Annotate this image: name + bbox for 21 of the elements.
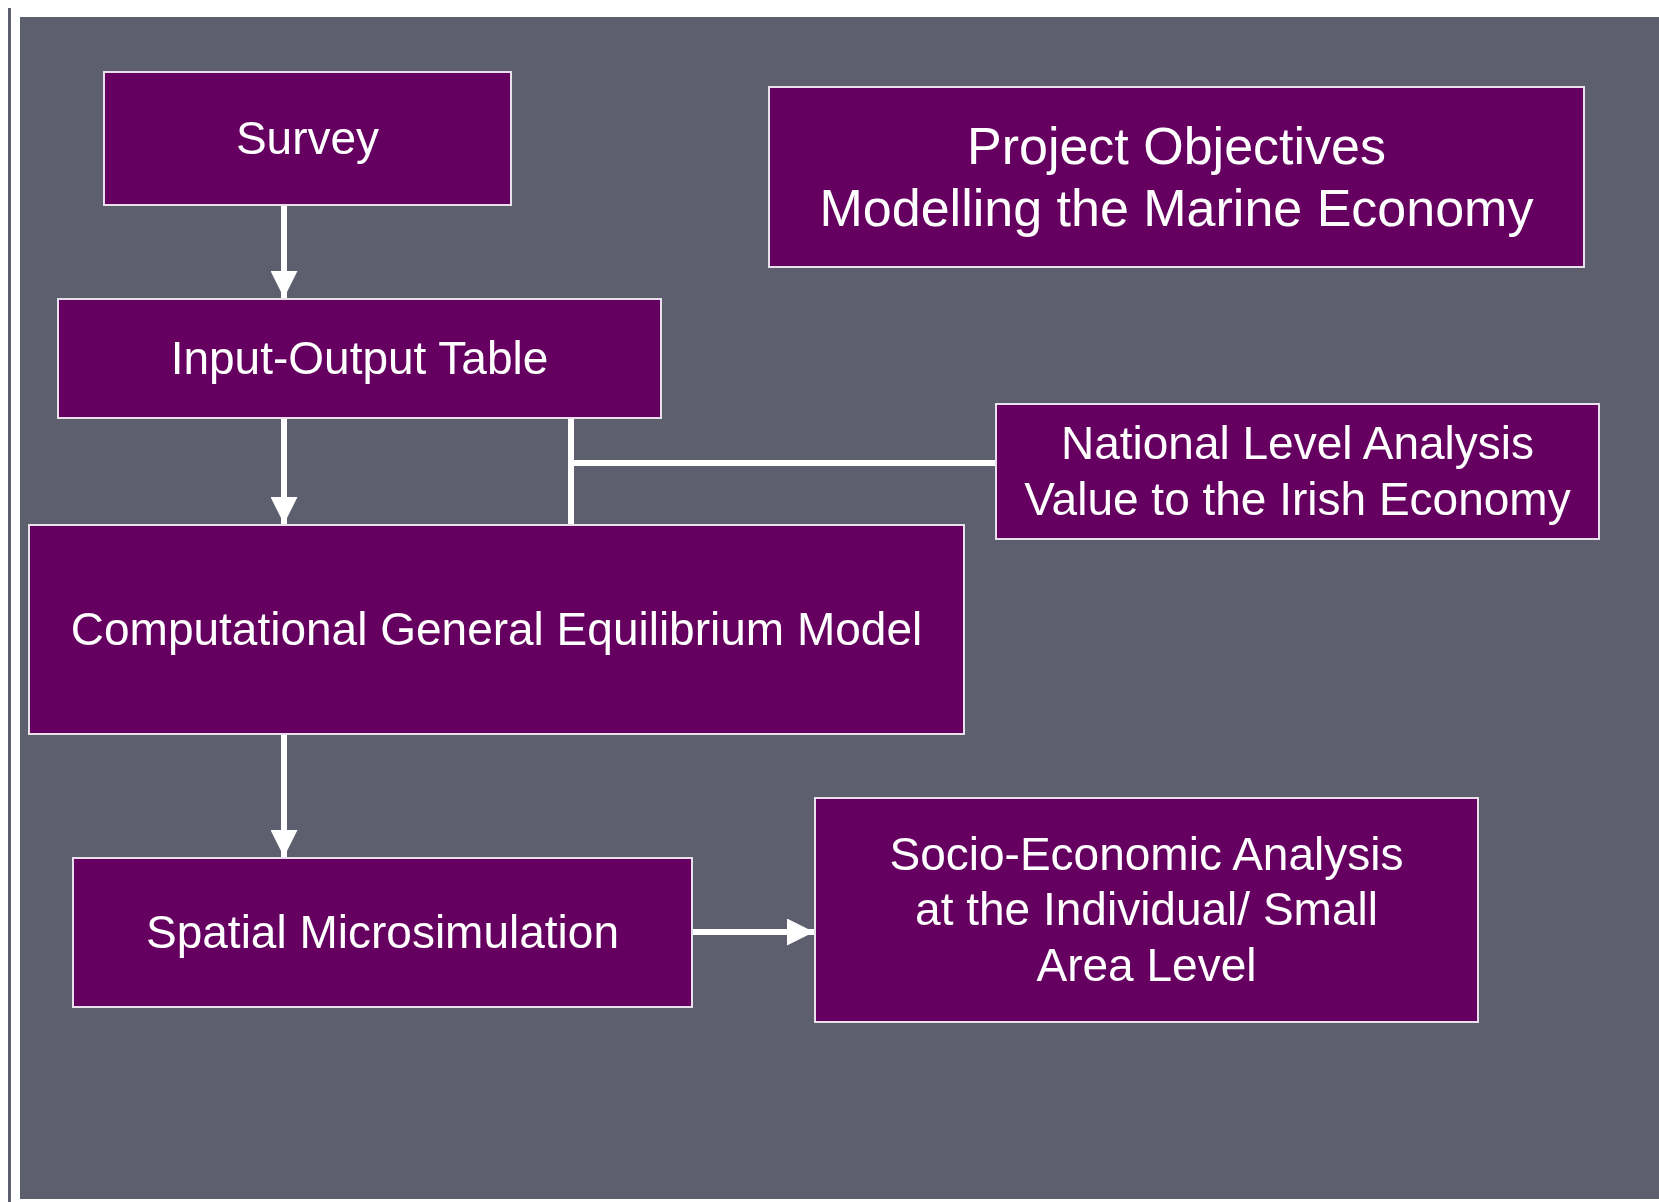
box-text: Spatial Microsimulation xyxy=(146,904,619,960)
process-box xyxy=(57,298,662,419)
process-box xyxy=(995,403,1600,540)
box-text: Value to the Irish Economy xyxy=(1024,471,1571,527)
connector-line xyxy=(568,460,995,524)
box-text: Input-Output Table xyxy=(170,330,549,386)
arrow xyxy=(693,918,814,946)
box-text: Project Objectives xyxy=(966,115,1386,177)
box-text: Survey xyxy=(235,110,380,166)
arrow xyxy=(270,206,298,298)
box-text: Computational General Equilibrium Model xyxy=(70,601,923,657)
process-box xyxy=(28,524,965,735)
process-box xyxy=(814,797,1479,1023)
process-box xyxy=(103,71,512,206)
process-box xyxy=(768,86,1585,268)
process-box xyxy=(72,857,693,1008)
box-text: Socio-Economic Analysis at the Individual/ Small Area Level xyxy=(888,827,1405,993)
arrow xyxy=(270,735,298,857)
box-text: National Level Analysis xyxy=(1060,416,1535,472)
arrow xyxy=(270,419,298,524)
box-text: Modelling the Marine Economy xyxy=(819,178,1534,239)
